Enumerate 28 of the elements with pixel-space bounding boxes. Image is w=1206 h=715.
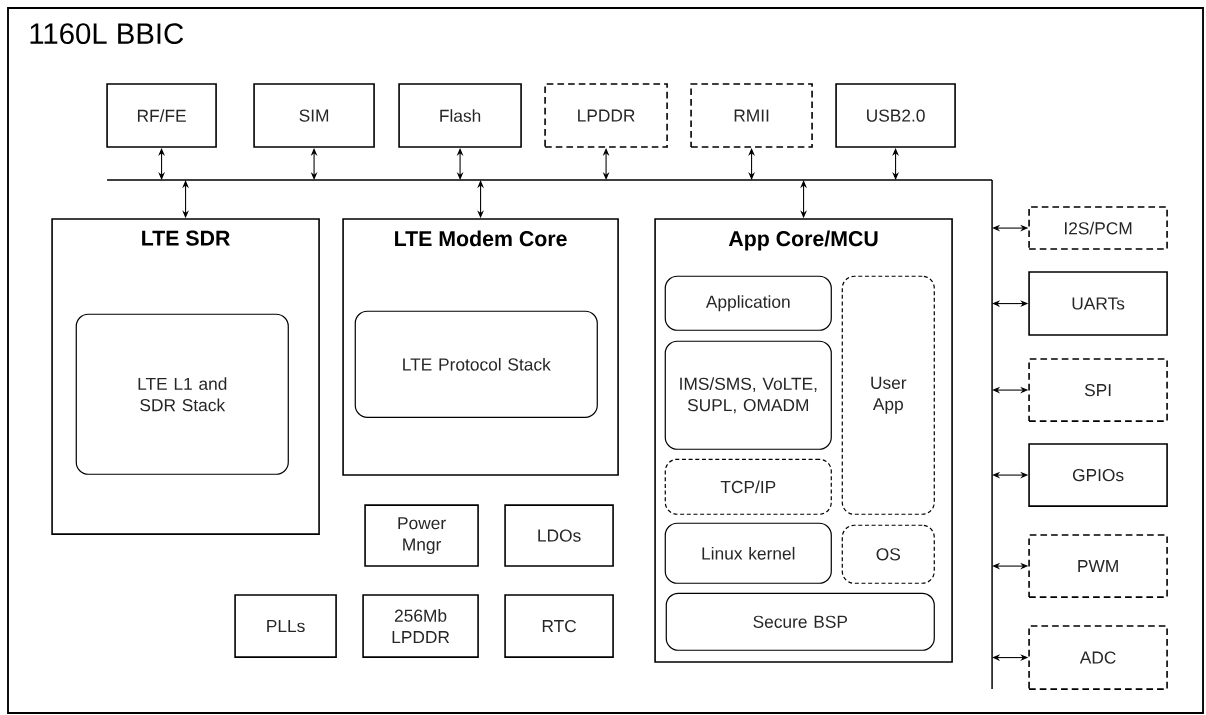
software-layer: Application <box>664 275 832 331</box>
component-box: PLLs <box>234 594 337 658</box>
interface-box: I2S/PCM <box>1028 206 1168 250</box>
software-layer: LTE Protocol Stack <box>354 310 598 418</box>
interface-box: LPDDR <box>544 83 668 148</box>
interface-box: RF/FE <box>106 83 217 148</box>
software-layer: OS <box>841 524 935 584</box>
software-layer: LTE L1 and SDR Stack <box>75 313 289 475</box>
software-layer: User App <box>841 275 935 515</box>
interface-box: SIM <box>253 83 375 148</box>
interface-box: Flash <box>398 83 522 148</box>
interface-box: ADC <box>1028 625 1168 690</box>
software-layer: Secure BSP <box>665 592 935 651</box>
interface-box: GPIOs <box>1028 443 1168 507</box>
bus-line <box>106 179 993 181</box>
software-layer: Linux kernel <box>664 522 832 584</box>
component-box: LDOs <box>504 504 614 567</box>
software-layer: IMS/SMS, VoLTE, SUPL, OMADM <box>664 340 832 450</box>
component-box: Power Mngr <box>364 504 479 567</box>
interface-box: UARTs <box>1028 271 1168 336</box>
interface-box: USB2.0 <box>835 83 956 148</box>
interface-box: RMII <box>690 83 813 148</box>
interface-box: SPI <box>1028 358 1168 422</box>
software-layer: TCP/IP <box>664 458 832 515</box>
interface-box: PWM <box>1028 534 1168 598</box>
component-box: 256Mb LPDDR <box>362 594 479 658</box>
component-box: RTC <box>504 594 614 658</box>
bus-line <box>991 179 993 690</box>
